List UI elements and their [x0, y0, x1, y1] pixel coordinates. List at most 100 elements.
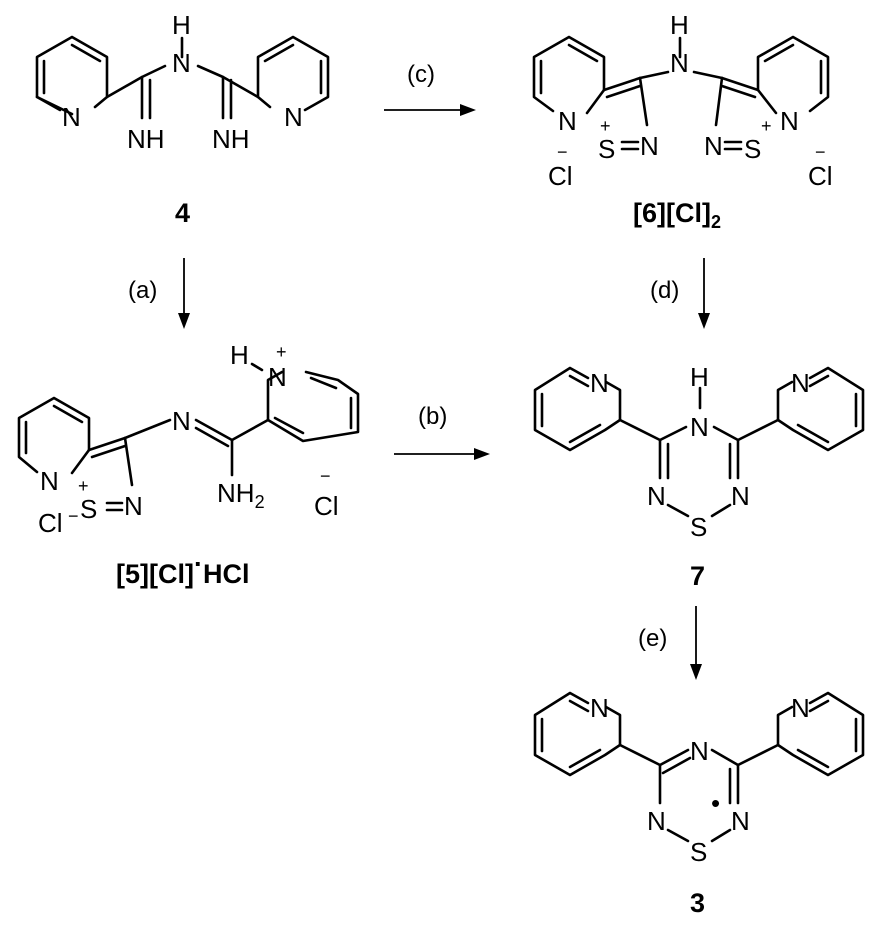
- c3-n-pyr-right: N: [791, 693, 810, 723]
- c3-n-right: N: [731, 806, 750, 836]
- compound-5-label: [5][Cl]·HCl: [116, 549, 249, 589]
- c5-pyr-db2: [273, 416, 305, 435]
- compound-5-label-main: [5][Cl]: [116, 559, 194, 589]
- c4-left-pyridine-db2: [70, 43, 102, 63]
- c5-c-c: [87, 436, 127, 452]
- c3-left-pyr-db2: [568, 748, 602, 769]
- c7-c-pyr-left: [618, 418, 662, 442]
- c6-left-c-n: [585, 88, 606, 115]
- c6-cl-right: Cl: [808, 161, 833, 191]
- c6-left-c-c-db: [605, 84, 642, 99]
- c3-left-pyr-b: [533, 691, 622, 777]
- arrow-d-head: [698, 313, 710, 329]
- c4-right-amidine: [196, 64, 260, 99]
- c3-right-pyr-db2: [796, 748, 830, 769]
- c7-n-pyr-left: N: [590, 368, 609, 398]
- c7-left-pyr-db3: [568, 374, 590, 388]
- compound-7-structure: N N H N N N S 7: [533, 362, 865, 591]
- c4-nh-right: NH: [212, 124, 250, 154]
- c4-right-pyridine: [256, 35, 330, 112]
- c5-h-n-bond: [250, 362, 264, 372]
- c5-nimine-c: [194, 418, 234, 442]
- compound-6-label-sub: 2: [711, 212, 721, 232]
- c5-cl-right: Cl: [314, 491, 339, 521]
- c3-left-pyr-db3: [568, 699, 590, 713]
- c5-n-thiad: N: [124, 491, 143, 521]
- c6-n-top: N: [670, 48, 689, 78]
- c6-left-c-nthiad: [638, 76, 649, 127]
- c5-n-imine: N: [172, 406, 191, 436]
- c7-nh-c-right: [712, 425, 740, 442]
- c7-n-pyr-right: N: [791, 368, 810, 398]
- c5-c-c-db: [90, 444, 127, 459]
- c6-minus-left: −: [557, 142, 568, 162]
- c6-n-thiad-right: N: [704, 131, 723, 161]
- c6-right-db1: [763, 43, 795, 63]
- c7-n-left: N: [647, 481, 666, 511]
- c3-left-pyr-a: [604, 705, 622, 747]
- c6-right-c-c-db: [720, 84, 757, 99]
- c5-c-pyr: [230, 418, 270, 442]
- c5-c-nthiad: [123, 436, 134, 487]
- c4-left-pyridine-bond: [35, 95, 62, 112]
- c3-s: S: [690, 837, 707, 867]
- c5-plus-s: +: [78, 476, 89, 496]
- arrow-e: (e): [638, 606, 702, 680]
- c7-s: S: [690, 512, 707, 542]
- c3-right-pyr-b: [776, 691, 865, 777]
- compound-7-label: 7: [690, 561, 705, 591]
- c4-nh-left: NH: [127, 124, 165, 154]
- c5-nh2-sub: 2: [255, 492, 265, 512]
- c7-c-nh-left: [658, 425, 688, 442]
- c3-c-n-top-left: [658, 748, 690, 767]
- c3-radical-dot: •: [711, 788, 720, 818]
- c6-right-c-c: [720, 76, 760, 92]
- arrow-d: (d): [650, 258, 710, 329]
- arrow-a-head: [178, 313, 190, 329]
- c7-h: H: [690, 362, 709, 392]
- c3-n-pyr-left: N: [590, 693, 609, 723]
- condition-a: (a): [128, 277, 157, 304]
- c6-plus-right: +: [761, 116, 772, 136]
- c6-plus-left: +: [600, 116, 611, 136]
- c3-c-pyr-right: [736, 743, 780, 767]
- compound-4-structure: H N N N NH NH 4: [35, 10, 330, 228]
- condition-d: (d): [650, 277, 679, 304]
- condition-b: (b): [418, 403, 447, 430]
- c7-right-pyr-a: [776, 380, 794, 422]
- c6-n-ring-left: N: [558, 106, 577, 136]
- c3-c-pyr-left: [618, 743, 662, 767]
- c6-right-c-n: [756, 88, 778, 115]
- condition-c: (c): [407, 61, 435, 88]
- c4-left-amidine: [105, 64, 167, 99]
- c5-pyridine: [17, 396, 91, 474]
- compound-3-label: 3: [690, 888, 705, 918]
- c4-n-top: N: [172, 48, 191, 78]
- c6-h-top: H: [670, 10, 689, 40]
- c6-n-thiad-left: N: [640, 131, 659, 161]
- c6-left-db2: [567, 43, 599, 63]
- c7-n-right: N: [731, 481, 750, 511]
- c5-db2: [52, 404, 84, 424]
- c5-pyr-db3: [309, 376, 338, 390]
- arrow-b-head: [474, 448, 490, 460]
- c5-h-pyr: H: [230, 340, 249, 370]
- arrow-c: (c): [384, 61, 476, 116]
- compound-6-label: [6][Cl]2: [633, 198, 721, 232]
- c6-right-c-nthiad: [714, 76, 724, 127]
- c7-left-pyr-b: [533, 366, 622, 452]
- c5-pyr-bond-a: [266, 370, 284, 422]
- c7-n-s-right: [710, 503, 732, 518]
- c3-n-s-left: [666, 828, 690, 843]
- c4-n-pyr-left: N: [62, 102, 81, 132]
- c3-right-pyr-a: [776, 705, 794, 747]
- c3-n-top-c-right: [710, 748, 740, 767]
- c5-n-ring: N: [40, 466, 59, 496]
- arrow-b: (b): [394, 403, 490, 460]
- c5-nh2: NH2: [217, 478, 265, 512]
- c6-left-pyridine: [532, 35, 606, 113]
- c7-right-pyr-db3: [808, 374, 830, 388]
- compound-4-label: 4: [175, 198, 190, 228]
- c6-right-c-nh: [692, 70, 724, 80]
